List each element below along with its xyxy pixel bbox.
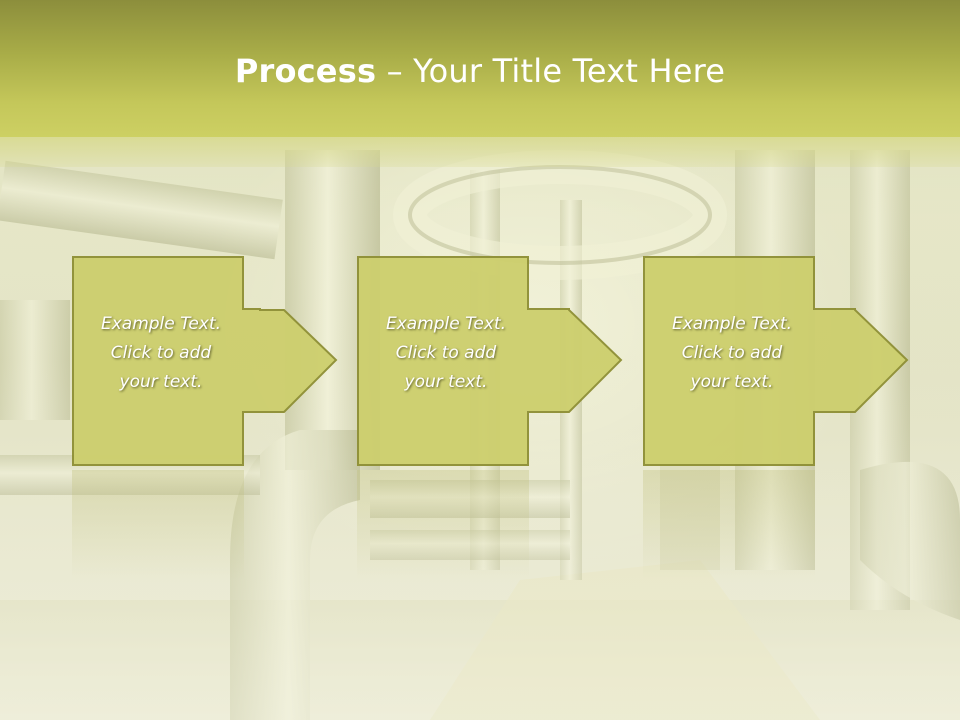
step-reflection [643,470,815,580]
slide-title-bold: Process [234,52,377,90]
step-text: Example Text. Click to add your text. [649,310,815,397]
slide-title-rest: – Your Title Text Here [376,52,726,90]
arrow-box-shape [72,256,338,466]
process-step-3[interactable]: Example Text. Click to add your text. [643,256,915,468]
step-text: Example Text. Click to add your text. [78,310,244,397]
process-step-2[interactable]: Example Text. Click to add your text. [357,256,629,468]
step-text: Example Text. Click to add your text. [363,310,529,397]
step-text-line: Example Text. [100,314,222,334]
arrow-box-shape [643,256,909,466]
slide-title[interactable]: Process – Your Title Text Here [0,52,960,90]
step-text-line: Click to add [395,343,497,363]
step-text-line: your text. [119,372,203,392]
step-text-line: Example Text. [385,314,507,334]
step-reflection [357,470,529,580]
title-bar-band [0,137,960,167]
step-text-line: Click to add [681,343,783,363]
step-text-line: your text. [404,372,488,392]
process-step-1[interactable]: Example Text. Click to add your text. [72,256,344,468]
title-bar [0,0,960,137]
step-text-line: your text. [690,372,774,392]
step-reflection [72,470,244,580]
arrow-box-shape [357,256,623,466]
step-text-line: Click to add [110,343,212,363]
step-text-line: Example Text. [671,314,793,334]
